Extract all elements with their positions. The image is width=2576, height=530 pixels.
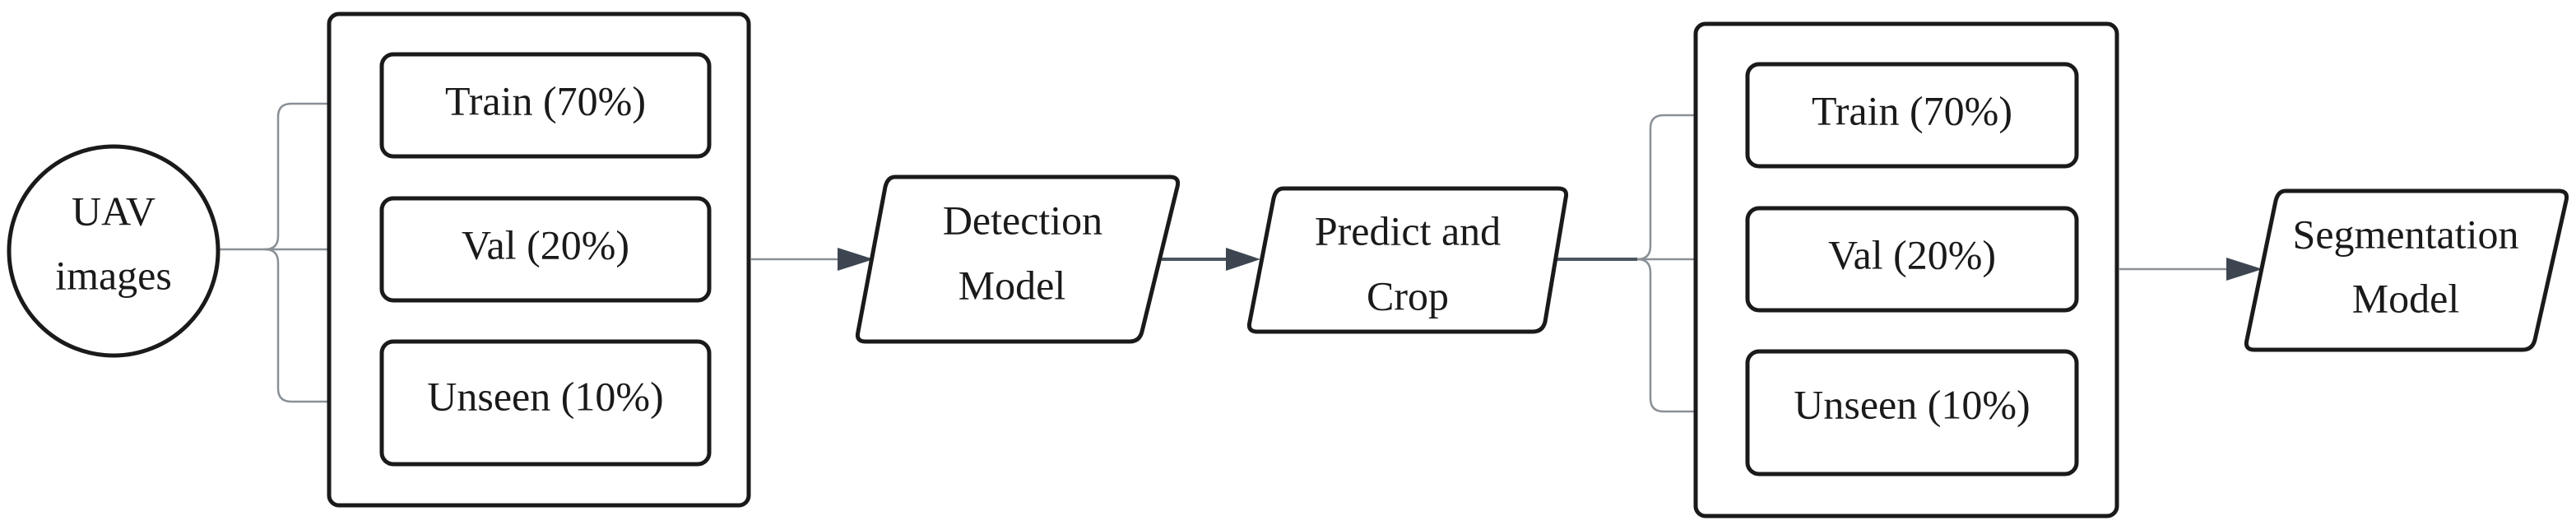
edge-detection-to-predict [1162,248,1260,271]
node-label-line1: Segmentation [2293,211,2519,257]
split1-train-label: Train (70%) [445,77,646,123]
split-group-1: Train (70%) Val (20%) Unseen (10%) [327,12,751,508]
arrowhead [2226,258,2263,281]
arrowhead [1226,248,1260,271]
edge-split1-to-detection [751,248,874,271]
arrowhead [838,248,874,271]
split1-train-box: Train (70%) [379,52,712,159]
node-label-line2: Model [2352,275,2460,321]
node-label-line2: Model [958,262,1066,308]
node-label-line1: UAV [72,188,155,234]
split1-unseen-box: Unseen (10%) [379,339,712,467]
node-uav-images: UAV images [7,144,220,358]
split1-val-box: Val (20%) [379,196,712,303]
node-predict-and-crop: Predict and Crop [1246,186,1569,334]
split2-unseen-box: Unseen (10%) [1745,349,2079,477]
node-label-line2: images [55,252,172,298]
split-group-2: Train (70%) Val (20%) Unseen (10%) [1693,21,2119,518]
split2-train-label: Train (70%) [1812,87,2012,133]
split2-val-label: Val (20%) [1828,231,1996,277]
node-segmentation-model: Segmentation Model [2244,188,2569,352]
node-label-line2: Crop [1367,272,1449,318]
split2-val-box: Val (20%) [1745,206,2079,313]
split1-val-label: Val (20%) [462,221,629,267]
edge-split2-to-segmentation [2119,258,2263,281]
node-detection-model: Detection Model [855,174,1181,344]
split2-unseen-label: Unseen (10%) [1794,381,2030,427]
node-label-line1: Predict and [1315,207,1501,253]
split1-unseen-label: Unseen (10%) [427,373,663,419]
split2-train-box: Train (70%) [1745,62,2079,169]
node-label-line1: Detection [943,197,1102,243]
